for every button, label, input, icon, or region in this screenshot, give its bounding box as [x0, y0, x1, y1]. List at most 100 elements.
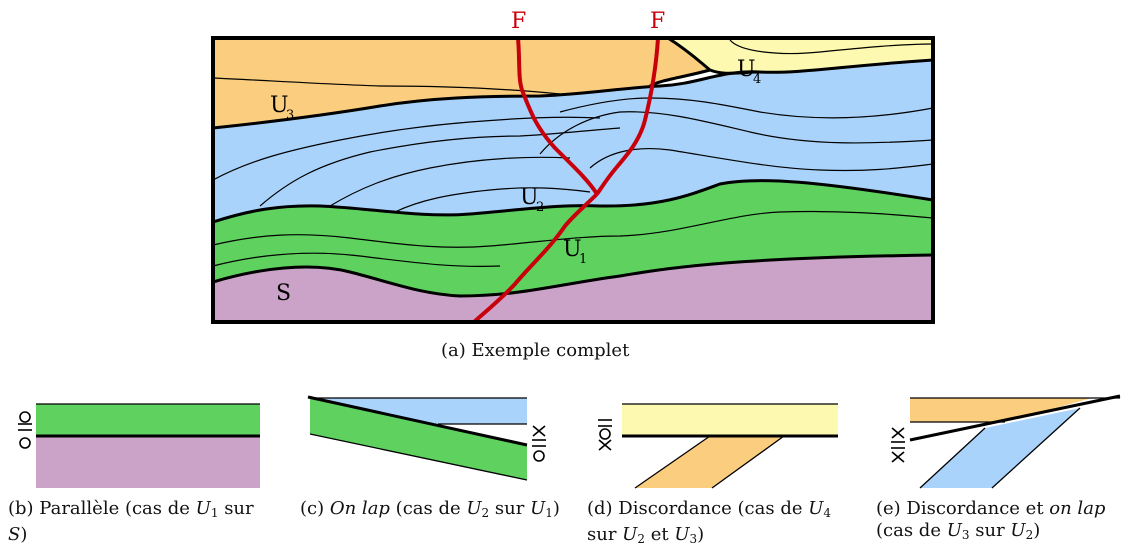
label-s: S	[276, 281, 291, 306]
label-u3-sub: 3	[286, 108, 294, 123]
panel-b-symbol	[18, 411, 32, 449]
panel-c-diagram	[307, 395, 546, 481]
label-u2-sub: 2	[536, 200, 544, 215]
caption-c-end: )	[552, 498, 560, 519]
label-u2-base: U	[520, 185, 539, 210]
panel-e-upper-layer	[910, 398, 1092, 422]
caption-e-prefix: (e) Discordance et	[876, 498, 1050, 519]
panel-b-symbol-circle-top	[19, 411, 31, 423]
panel-d-diagram	[598, 403, 838, 489]
panel-c-bottom-line	[309, 433, 528, 481]
panel-b-lower-layer	[36, 436, 260, 488]
panel-c-upper-wedge	[310, 398, 527, 424]
section-frame	[211, 36, 935, 324]
caption-d-end: )	[697, 524, 705, 545]
fault-label-left: F	[511, 9, 526, 34]
caption-d-mid2: et	[644, 524, 675, 545]
caption-b-mid: sur	[218, 498, 254, 519]
panel-e-lower-layer	[920, 408, 1080, 488]
panel-d-symbol-x-2	[598, 439, 612, 451]
u2-bedding-line-1	[212, 116, 601, 181]
caption-b-u: U	[195, 498, 211, 519]
panel-c-symbol-circle	[533, 450, 545, 462]
caption-d-u-a: U	[808, 498, 824, 519]
u2-bedding-line-2	[259, 127, 621, 207]
u2-bedding-line-4	[394, 187, 591, 213]
caption-b: (b) Parallèle (cas de U1 sur S)	[8, 498, 276, 546]
caption-b-s: S	[8, 524, 21, 545]
caption-e-u-b-sub: 2	[1025, 528, 1034, 542]
caption-d: (d) Discordance (cas de U4 sur U2 et U3)	[587, 498, 855, 550]
caption-d-mid1: sur	[587, 524, 623, 545]
u1-bedding-line	[212, 210, 934, 248]
caption-b-u-sub: 1	[210, 506, 219, 520]
panel-e-symbol-x-top-2	[891, 427, 905, 439]
caption-e-italic: on lap	[1049, 498, 1106, 519]
caption-d-prefix: (d) Discordance (cas de	[587, 498, 809, 519]
panel-d-symbol-circle	[599, 428, 611, 440]
caption-d-u-b-sub: 2	[637, 532, 645, 546]
u1-s-boundary	[212, 253, 934, 298]
faults	[472, 37, 660, 324]
caption-e-end: )	[1033, 520, 1041, 541]
panel-c-lower-layer	[310, 398, 527, 480]
caption-b-prefix: (b) Parallèle (cas de	[8, 498, 196, 519]
label-u3: U 3	[270, 93, 294, 123]
panel-e-right-edge	[991, 407, 1081, 489]
panel-d-right-edge	[711, 435, 785, 489]
caption-c-mid2: sur	[489, 498, 531, 519]
caption-c: (c) On lap (cas de U2 sur U1)	[300, 498, 564, 524]
caption-c-u-a: U	[466, 498, 482, 519]
main-cross-section: F F U 3 U 4 U 2 U 1 S	[211, 9, 935, 324]
unit-boundaries	[212, 36, 934, 298]
caption-e-mid2: sur	[969, 520, 1011, 541]
panel-d-symbol	[598, 419, 612, 451]
caption-c-italic: On lap	[329, 498, 390, 519]
bedding-lines	[212, 39, 934, 267]
caption-c-u-b-sub: 1	[545, 506, 553, 520]
u2-bedding-line-5	[559, 97, 934, 119]
caption-c-u-b: U	[530, 498, 546, 519]
caption-d-u-c-sub: 3	[689, 532, 698, 546]
label-u1: U 1	[563, 237, 587, 267]
u1-bedding-line-2	[212, 252, 501, 267]
panel-b-diagram	[18, 403, 260, 488]
panel-e-left-edge	[919, 427, 986, 489]
u2-bedding-line-3	[329, 156, 571, 207]
unit-u2-region	[213, 60, 933, 222]
fault-left-line	[516, 37, 599, 196]
panel-c-symbol-x-2	[532, 425, 546, 437]
panel-e-diagram	[891, 394, 1121, 489]
caption-e: (e) Discordance et on lap (cas de U3 sur…	[876, 498, 1142, 546]
caption-c-u-a-sub: 2	[481, 506, 490, 520]
caption-a: (a) Exemple complet	[441, 340, 630, 361]
label-u1-sub: 1	[579, 252, 587, 267]
caption-d-u-b: U	[622, 524, 638, 545]
label-u1-base: U	[563, 237, 582, 262]
panel-e-contact-line	[909, 394, 1121, 442]
panel-b-upper-layer	[36, 404, 260, 436]
caption-e-u-a-sub: 3	[961, 528, 970, 542]
caption-c-prefix: (c)	[300, 498, 330, 519]
unit-s-region	[213, 255, 933, 322]
panel-d-upper-layer	[622, 404, 838, 436]
label-u2: U 2	[520, 185, 544, 215]
fault-right-line	[595, 37, 660, 196]
panel-c-contact-line	[307, 395, 528, 447]
panel-b-symbol-circle-bottom	[19, 437, 31, 449]
unit-u3-region	[213, 38, 710, 128]
label-u4-base: U	[737, 57, 756, 82]
caption-e-mid1: (cas de	[876, 520, 947, 541]
caption-e-u-a: U	[946, 520, 962, 541]
label-u3-base: U	[270, 93, 289, 118]
fault-lower-line	[472, 192, 599, 324]
u2-bedding-line-6	[539, 111, 934, 155]
panel-e-symbol-x-bottom-2	[891, 451, 905, 463]
u4-bedding-line	[729, 39, 934, 55]
panel-c-symbol	[532, 425, 546, 462]
panel-d-left-edge	[634, 435, 711, 489]
caption-d-u-c: U	[674, 524, 690, 545]
caption-b-end: )	[20, 524, 28, 545]
